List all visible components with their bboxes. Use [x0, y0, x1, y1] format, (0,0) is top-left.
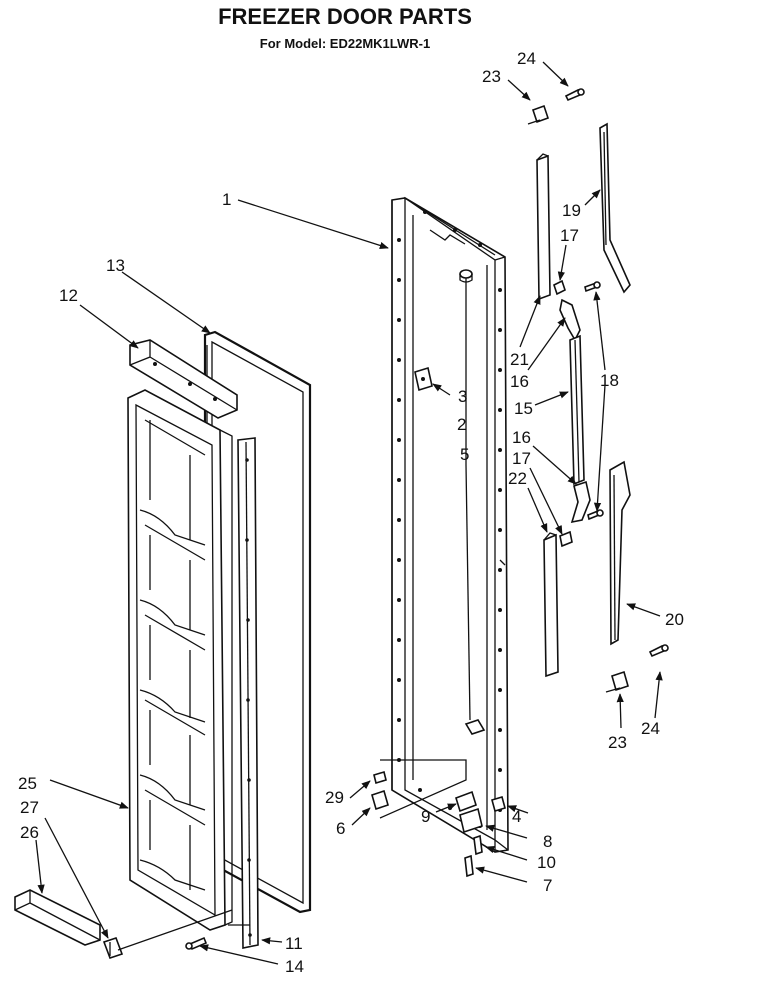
callout-4: 4: [512, 807, 521, 826]
lower-hinge-screw: [648, 644, 669, 658]
callout-16-lower: 16: [512, 428, 531, 447]
lower-handle-clip: [559, 530, 573, 548]
callout-29: 29: [325, 788, 344, 807]
hinge-bushing: [464, 464, 486, 735]
callout-16-upper: 16: [510, 372, 529, 391]
callout-3: 3: [458, 387, 467, 406]
lower-hinge-cap: [605, 670, 629, 693]
callout-12: 12: [59, 286, 78, 305]
bottom-trim-strip: [14, 889, 101, 946]
breaker-strip: [237, 437, 259, 949]
handle-screw-upper: [584, 281, 601, 293]
handle-bar: [569, 334, 585, 486]
callout-14: 14: [285, 957, 304, 976]
trim-clip: [102, 936, 124, 960]
handle-screw-lower: [587, 509, 604, 521]
callout-25: 25: [18, 774, 37, 793]
hinge-washer: [373, 770, 387, 785]
liner-screw: [185, 936, 208, 951]
page-title: FREEZER DOOR PARTS: [218, 4, 472, 29]
callout-7: 7: [543, 876, 552, 895]
hinge-spacer: [371, 789, 389, 811]
upper-handle-trim: [599, 122, 631, 294]
upper-handle-clip: [553, 279, 566, 296]
callout-13: 13: [106, 256, 125, 275]
callout-22: 22: [508, 469, 527, 488]
callout-20: 20: [665, 610, 684, 629]
callout-17-lower: 17: [512, 449, 531, 468]
callout-26: 26: [20, 823, 39, 842]
hinge-plate: [455, 790, 477, 813]
callout-18: 18: [600, 371, 619, 390]
upper-handle-mount: [536, 153, 551, 301]
callout-21: 21: [510, 350, 529, 369]
callout-9: 9: [421, 807, 430, 826]
callout-23-lower: 23: [608, 733, 627, 752]
model-subtitle: For Model: ED22MK1LWR-1: [260, 36, 430, 51]
lower-handle-end-cap: [570, 480, 591, 524]
callout-17-upper: 17: [560, 226, 579, 245]
callout-5: 5: [460, 445, 469, 464]
callout-15: 15: [514, 399, 533, 418]
upper-hinge-cap: [527, 104, 550, 125]
callout-labels: 1 2 3 4 5 6 7 8 9 10 11 12 13 14 15 16 1…: [18, 49, 684, 976]
callout-2: 2: [457, 415, 466, 434]
hinge-pin-bushing: [491, 795, 506, 813]
callout-6: 6: [336, 819, 345, 838]
callout-10: 10: [537, 853, 556, 872]
leader-lines: [35, 61, 663, 965]
upper-hinge-screw: [564, 88, 585, 102]
callout-1: 1: [222, 190, 231, 209]
callout-19: 19: [562, 201, 581, 220]
hinge-screw-lower: [464, 854, 474, 878]
liner-top-cap: [129, 339, 238, 419]
cap-plug: [459, 269, 473, 465]
callout-24-upper: 24: [517, 49, 536, 68]
callout-8: 8: [543, 832, 552, 851]
callout-24-lower: 24: [641, 719, 660, 738]
hinge-bracket: [459, 807, 483, 834]
inner-door-panel: [391, 196, 509, 853]
lower-handle-mount: [543, 532, 559, 678]
door-stop-bracket: [414, 366, 433, 392]
callout-11: 11: [285, 934, 303, 953]
door-liner: [127, 389, 233, 931]
hinge-screw-upper: [473, 834, 483, 856]
callout-23-upper: 23: [482, 67, 501, 86]
lower-handle-trim: [609, 460, 631, 646]
callout-27: 27: [20, 798, 39, 817]
